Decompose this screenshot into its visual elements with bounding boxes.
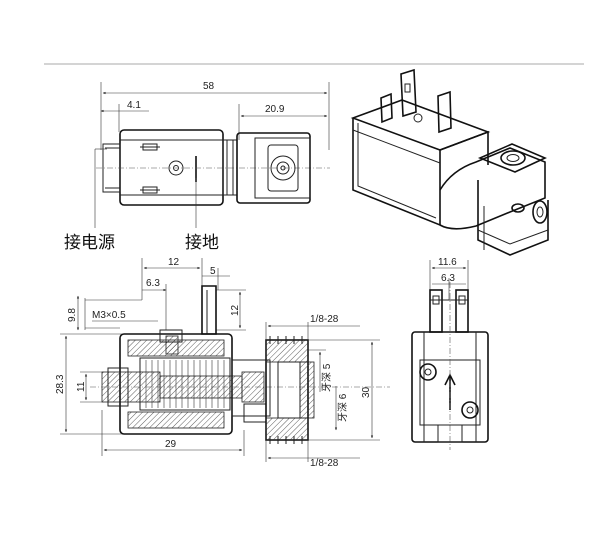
dim-terminal-pitch: 6.3 bbox=[146, 278, 160, 289]
side-view: 11.6 6.3 bbox=[411, 257, 489, 450]
dim-side-width: 11.6 bbox=[438, 257, 457, 268]
dim-thread-depth-5: 牙深 5 bbox=[321, 363, 333, 392]
dim-core-dia: 11 bbox=[76, 381, 87, 392]
dim-body-height: 30 bbox=[361, 386, 372, 398]
dim-side-pitch: 6.3 bbox=[441, 273, 455, 284]
dim-thread-depth-6: 牙深 6 bbox=[337, 393, 349, 422]
dim-terminal-width: 5 bbox=[210, 266, 216, 277]
label-ground-terminal: 接地 bbox=[185, 233, 219, 253]
terminal-labels: 接电源 接地 bbox=[64, 148, 219, 253]
dim-height-9-8: 9.8 bbox=[67, 308, 78, 322]
dim-terminal-offset: 4.1 bbox=[127, 100, 141, 111]
dim-thread-m3: M3×0.5 bbox=[92, 310, 126, 321]
dim-body-width: 20.9 bbox=[265, 104, 285, 115]
isometric-view bbox=[350, 68, 549, 256]
section-view: 12 5 6.3 M3×0.5 9.8 12 bbox=[55, 257, 390, 469]
dim-core-length: 29 bbox=[165, 439, 177, 450]
top-view: 58 4.1 20.9 bbox=[96, 81, 330, 206]
dim-section-spacing: 12 bbox=[168, 257, 180, 268]
dim-pipe-thread-top: 1/8-28 bbox=[310, 314, 339, 325]
dim-coil-height: 28.3 bbox=[55, 374, 66, 394]
dim-overall-length: 58 bbox=[203, 81, 215, 92]
dim-pipe-thread-bottom: 1/8-28 bbox=[310, 458, 339, 469]
dim-terminal-height: 12 bbox=[230, 304, 241, 316]
label-power-terminal: 接电源 bbox=[64, 233, 115, 253]
